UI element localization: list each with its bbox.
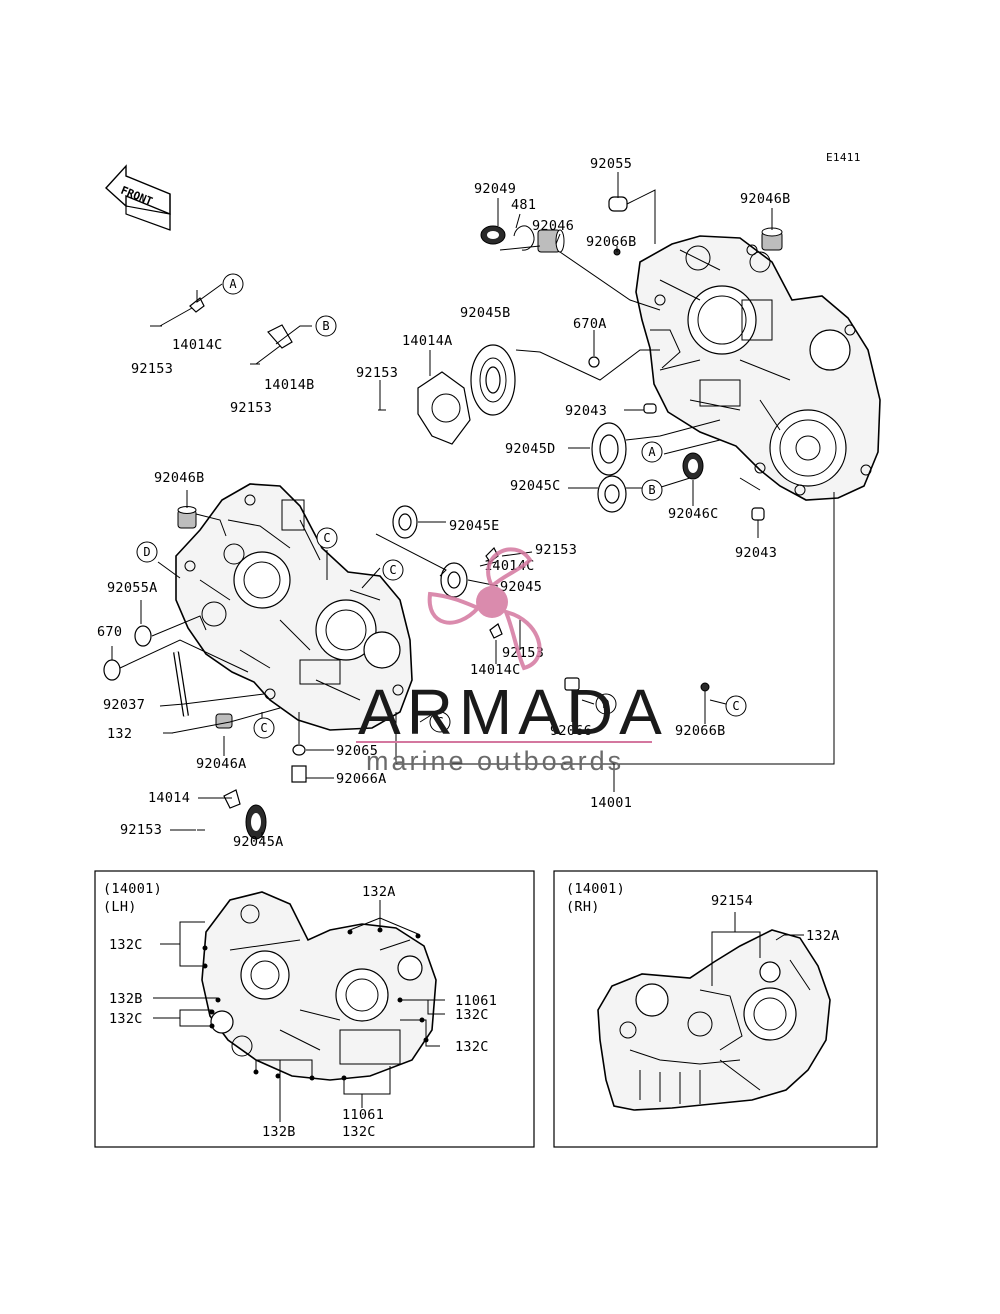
label-92046: 92046: [532, 218, 574, 234]
inset-lh-label-132c-2: 132C: [109, 1011, 143, 1027]
inset-lh-part: (14001): [103, 881, 162, 897]
label-92153-r1: 92153: [535, 542, 577, 558]
label-92055: 92055: [590, 156, 632, 172]
marker-c-3: C: [436, 715, 443, 729]
inset-lh-side: (LH): [103, 899, 137, 915]
label-14014a: 14014A: [402, 333, 453, 349]
marker-a-top: A: [229, 277, 237, 291]
label-92066b-right: 92066B: [675, 723, 726, 739]
label-92153-top1: 92153: [131, 361, 173, 377]
propeller-logo-icon: [427, 547, 542, 671]
marker-c-1: C: [323, 531, 330, 545]
label-92045a: 92045A: [233, 834, 284, 850]
marker-d-left: D: [143, 545, 150, 559]
label-92037: 92037: [103, 697, 145, 713]
label-92049: 92049: [474, 181, 516, 197]
label-92066: 92066: [550, 723, 592, 739]
label-92046b-top: 92046B: [740, 191, 791, 207]
inset-lh-label-11061-1: 11061: [455, 993, 497, 1009]
inset-rh-part: (14001): [566, 881, 625, 897]
marker-b-mid: B: [648, 483, 655, 497]
reference-markers: A B A B C D C D C C C: [136, 273, 747, 739]
label-92045c: 92045C: [510, 478, 561, 494]
label-14014c-r1: 14014C: [484, 558, 535, 574]
inset-lh-label-132b-2: 132B: [262, 1124, 296, 1140]
label-92043-b: 92043: [735, 545, 777, 561]
label-92046a: 92046A: [196, 756, 247, 772]
label-92153-bot: 92153: [120, 822, 162, 838]
label-92045e: 92045E: [449, 518, 500, 534]
label-92045b: 92045B: [460, 305, 511, 321]
label-92066b-top: 92066B: [586, 234, 637, 250]
marker-c-2: C: [389, 563, 396, 577]
watermark-tagline: marine outboards: [366, 746, 624, 776]
label-14014b: 14014B: [264, 377, 315, 393]
label-92046b-left: 92046B: [154, 470, 205, 486]
inset-lh-label-132a: 132A: [362, 884, 396, 900]
label-481: 481: [511, 197, 536, 213]
label-92153-top2: 92153: [230, 400, 272, 416]
inset-lh-label-132c-5: 132C: [342, 1124, 376, 1140]
marker-b-top: B: [322, 319, 329, 333]
label-14014c-r2: 14014C: [470, 662, 521, 678]
crankcase-rh-drawing: [635, 235, 881, 501]
label-92045d: 92045D: [505, 441, 556, 457]
armada-watermark: ARMADA marine outboards: [356, 547, 668, 776]
inset-lh-box: (14001) (LH) 132A 132C 1: [94, 870, 535, 1148]
front-arrow-icon: FRONT: [105, 164, 171, 231]
inset-rh-label-92154: 92154: [711, 893, 753, 909]
inset-rh-side: (RH): [566, 899, 600, 915]
small-parts-drawing: [103, 196, 783, 840]
label-14001: 14001: [590, 795, 632, 811]
label-92045: 92045: [500, 579, 542, 595]
label-92046c: 92046C: [668, 506, 719, 522]
label-92153-r2: 92153: [502, 645, 544, 661]
diagram-code: E1411: [826, 151, 861, 164]
inset-rh-box: (14001) (RH) 92154 132A: [553, 870, 878, 1148]
inset-lh-label-132c-4: 132C: [455, 1039, 489, 1055]
inset-lh-label-11061-2: 11061: [342, 1107, 384, 1123]
inset-lh-label-132c-1: 132C: [109, 937, 143, 953]
inset-lh-label-132b-1: 132B: [109, 991, 143, 1007]
label-92153-mid: 92153: [356, 365, 398, 381]
watermark-brand: ARMADA: [358, 676, 668, 748]
crankcase-lh-drawing: [175, 483, 413, 731]
label-92066a: 92066A: [336, 771, 387, 787]
label-14014: 14014: [148, 790, 190, 806]
marker-c-5: C: [732, 699, 739, 713]
marker-d-mid: D: [602, 697, 609, 711]
marker-c-4: C: [260, 721, 267, 735]
label-92043-a: 92043: [565, 403, 607, 419]
label-670: 670: [97, 624, 122, 640]
inset-rh-label-132a: 132A: [806, 928, 840, 944]
inset-lh-label-132c-3: 132C: [455, 1007, 489, 1023]
label-670a: 670A: [573, 316, 607, 332]
marker-a-mid: A: [648, 445, 656, 459]
part-labels: 92055 92049 481 92046 92066B 92046B 1401…: [97, 156, 791, 850]
label-132: 132: [107, 726, 132, 742]
label-14014c-top: 14014C: [172, 337, 223, 353]
label-92055a: 92055A: [107, 580, 158, 596]
label-92065: 92065: [336, 743, 378, 759]
